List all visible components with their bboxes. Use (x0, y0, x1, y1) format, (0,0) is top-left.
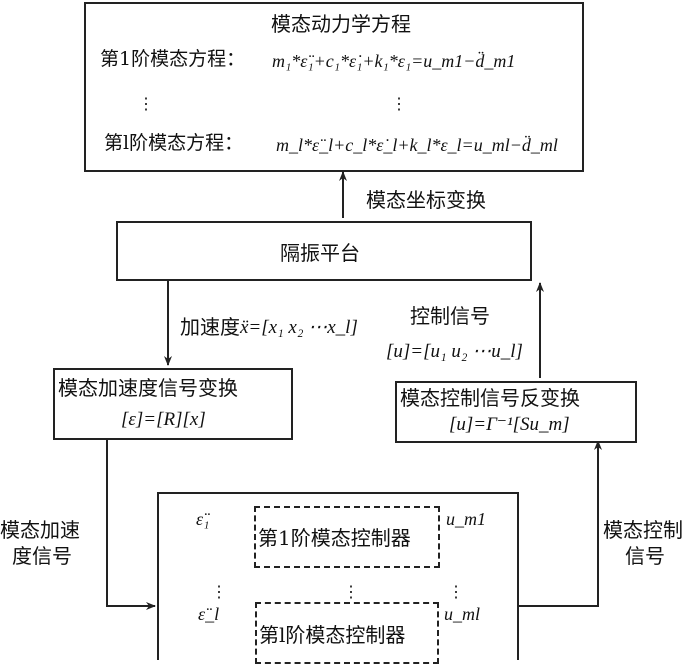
modal-dynamics-title: 模态动力学方程 (271, 12, 411, 36)
isolation-platform-box: 隔振平台 (116, 221, 532, 281)
accel-label-prefix: 加速度 (180, 315, 240, 339)
accel-label-formula: ẍ=[x₁ x₂ ⋯x_l] (240, 317, 358, 338)
modal-control-inverse-title: 模态控制信号反变换 (400, 386, 580, 410)
modal-accel-transform-title: 模态加速度信号变换 (58, 376, 238, 400)
controller-l-label: 第l阶模态控制器 (259, 623, 406, 647)
controllers-box (157, 492, 519, 660)
controller-1-input: ε̈₁ (196, 509, 210, 529)
modal-control-inverse-box: 模态控制信号反变换 [u]=Γ⁻¹[Su_m] (395, 381, 637, 443)
controller-l-input: ε̈_l (198, 604, 220, 624)
right-side-label-line2: 信号 (625, 544, 665, 568)
left-side-label-line2: 度信号 (12, 544, 72, 568)
controllers-ellipsis-1: ⋮ (211, 582, 227, 601)
controller-1-label: 第1阶模态控制器 (258, 526, 411, 550)
eq1-formula: m₁*ε̈₁+c₁*ε̇₁+k₁*ε₁=u_m1−d̈_m1 (272, 51, 516, 71)
modal-coord-transform-label: 模态坐标变换 (366, 188, 486, 212)
right-side-label-line1: 模态控制 (603, 518, 683, 542)
controller-l-output: u_ml (444, 604, 480, 624)
left-side-label-line1: 模态加速 (0, 518, 80, 542)
arrow-accel-to-controllers (106, 438, 156, 610)
control-signal-title: 控制信号 (410, 304, 490, 328)
eq1-label: 第1阶模态方程： (100, 48, 246, 70)
controllers-ellipsis-3: ⋮ (448, 582, 464, 601)
controller-1-output: u_m1 (446, 509, 486, 529)
controllers-ellipsis-2: ⋮ (343, 582, 359, 601)
modal-accel-transform-formula: [ε]=[R][x] (121, 409, 206, 430)
eq-ellipsis-right: ⋮ (391, 94, 407, 113)
eq-ellipsis-left: ⋮ (138, 94, 154, 113)
control-signal-formula: [u]=[u₁ u₂ ⋯u_l] (386, 341, 523, 362)
eq-l-label: 第l阶模态方程： (104, 132, 244, 154)
isolation-platform-title: 隔振平台 (280, 241, 360, 265)
modal-control-inverse-formula: [u]=Γ⁻¹[Su_m] (449, 414, 570, 435)
modal-dynamics-box: 模态动力学方程 第1阶模态方程： m₁*ε̈₁+c₁*ε̇₁+k₁*ε₁=u_m… (84, 2, 584, 172)
eq-l-formula: m_l*ε̈_l+c_l*ε̇_l+k_l*ε_l=u_ml−d̈_ml (276, 135, 558, 155)
arrow-controllers-to-inverse (518, 440, 602, 607)
modal-accel-transform-box: 模态加速度信号变换 [ε]=[R][x] (53, 368, 293, 440)
controller-1-box (254, 506, 440, 568)
